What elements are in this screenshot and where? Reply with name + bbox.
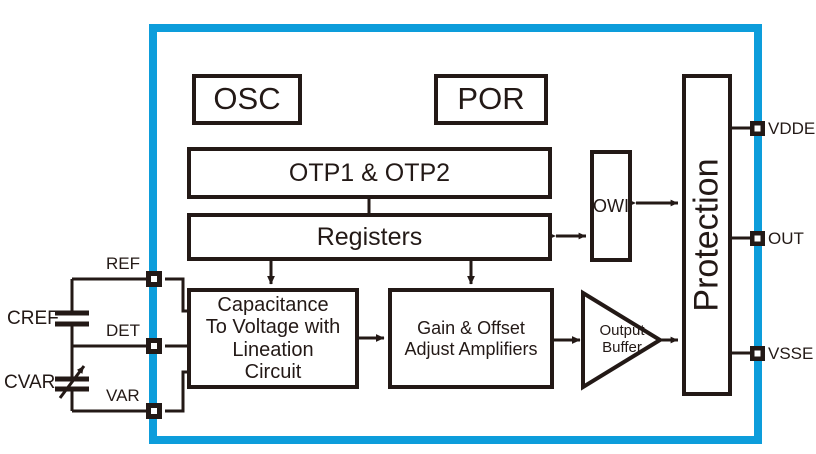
- output-buffer-triangle: [581, 289, 664, 391]
- component-label-cref: CREF: [7, 308, 59, 329]
- block-capacitance-line-4: Circuit: [244, 360, 302, 383]
- block-osc[interactable]: OSC: [192, 74, 302, 125]
- pin-label-ref: REF: [106, 254, 140, 273]
- block-gain-line-2: Adjust Amplifiers: [404, 338, 538, 359]
- output-buffer-line-1: Output: [599, 322, 645, 339]
- block-otp[interactable]: OTP1 & OTP2: [187, 147, 552, 199]
- pin-label-det: DET: [106, 321, 140, 340]
- wire-var-into-capacitance: [165, 370, 187, 413]
- block-otp-label: OTP1 & OTP2: [288, 159, 451, 187]
- wire-ref-into-capacitance: [165, 277, 187, 313]
- block-osc-label: OSC: [213, 81, 281, 117]
- block-registers[interactable]: Registers: [187, 213, 552, 261]
- pin-label-out: OUT: [768, 229, 804, 248]
- pin-label-vsse: VSSE: [768, 344, 814, 363]
- block-gain-offset-amplifiers[interactable]: Gain & Offset Adjust Amplifiers: [388, 288, 554, 389]
- pin-label-vdde: VDDE: [768, 119, 816, 138]
- output-buffer-label: Output Buffer: [591, 322, 653, 357]
- block-capacitance-to-voltage[interactable]: Capacitance To Voltage with Lineation Ci…: [187, 288, 359, 389]
- output-buffer-line-2: Buffer: [602, 339, 642, 357]
- block-por-label: POR: [457, 81, 525, 117]
- block-gain-line-1: Gain & Offset: [417, 318, 525, 339]
- block-owi[interactable]: OWI: [590, 150, 632, 262]
- block-capacitance-line-2: To Voltage with: [205, 316, 341, 339]
- block-capacitance-line-1: Capacitance: [217, 293, 329, 316]
- block-por[interactable]: POR: [434, 74, 548, 125]
- block-owi-label: OWI: [593, 195, 629, 216]
- component-label-cvar: CVAR: [4, 372, 56, 393]
- block-protection[interactable]: Protection: [682, 74, 732, 396]
- pin-label-var: VAR: [106, 386, 140, 405]
- block-capacitance-line-3: Lineation: [232, 338, 314, 361]
- cvar-variable-arrow: [58, 365, 86, 399]
- block-registers-label: Registers: [316, 223, 423, 251]
- block-protection-label: Protection: [687, 158, 726, 312]
